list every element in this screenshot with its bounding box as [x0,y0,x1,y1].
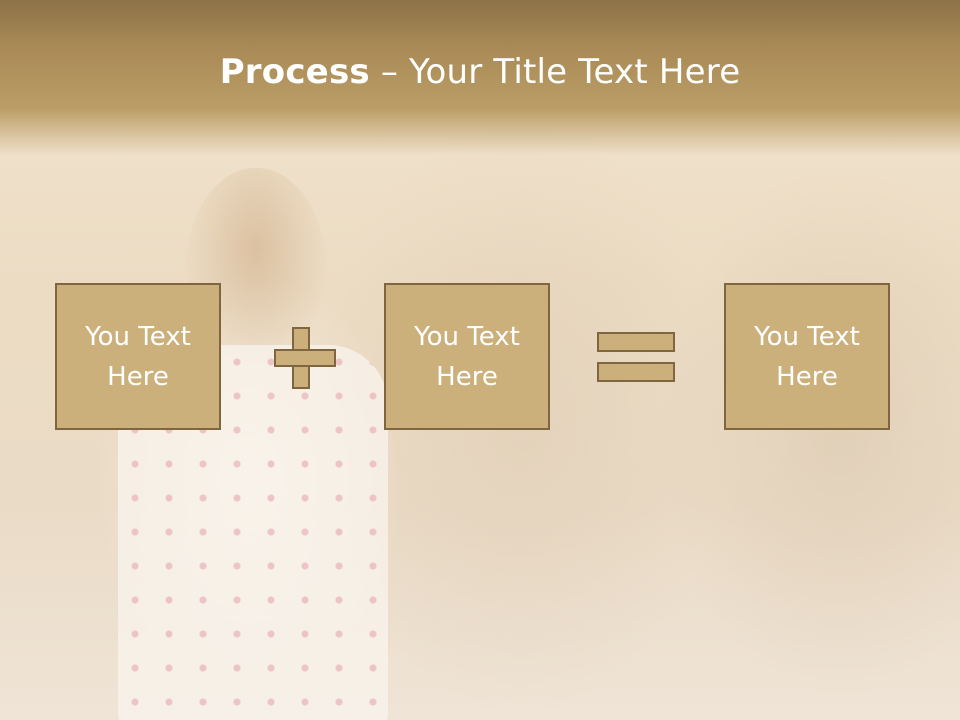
process-box-1-line2: Here [107,361,169,392]
process-box-3-line2: Here [776,361,838,392]
process-box-3-text: You Text Here [737,317,877,397]
header-band [0,0,960,155]
process-box-3-line1: You Text [754,321,860,352]
title-bold: Process [219,52,370,92]
process-box-3[interactable]: You Text Here [724,283,890,430]
equals-icon-bottom-bar [597,362,675,382]
title-rest: – Your Title Text Here [369,52,741,92]
equals-icon-top-bar [597,332,675,352]
process-box-2[interactable]: You Text Here [384,283,550,430]
process-box-2-text: You Text Here [397,317,537,397]
process-box-2-line1: You Text [414,321,520,352]
plus-icon-center [294,351,308,365]
slide-title[interactable]: Process – Your Title Text Here [0,52,960,92]
process-box-1[interactable]: You Text Here [55,283,221,430]
process-box-1-text: You Text Here [68,317,208,397]
process-box-1-line1: You Text [85,321,191,352]
process-box-2-line2: Here [436,361,498,392]
